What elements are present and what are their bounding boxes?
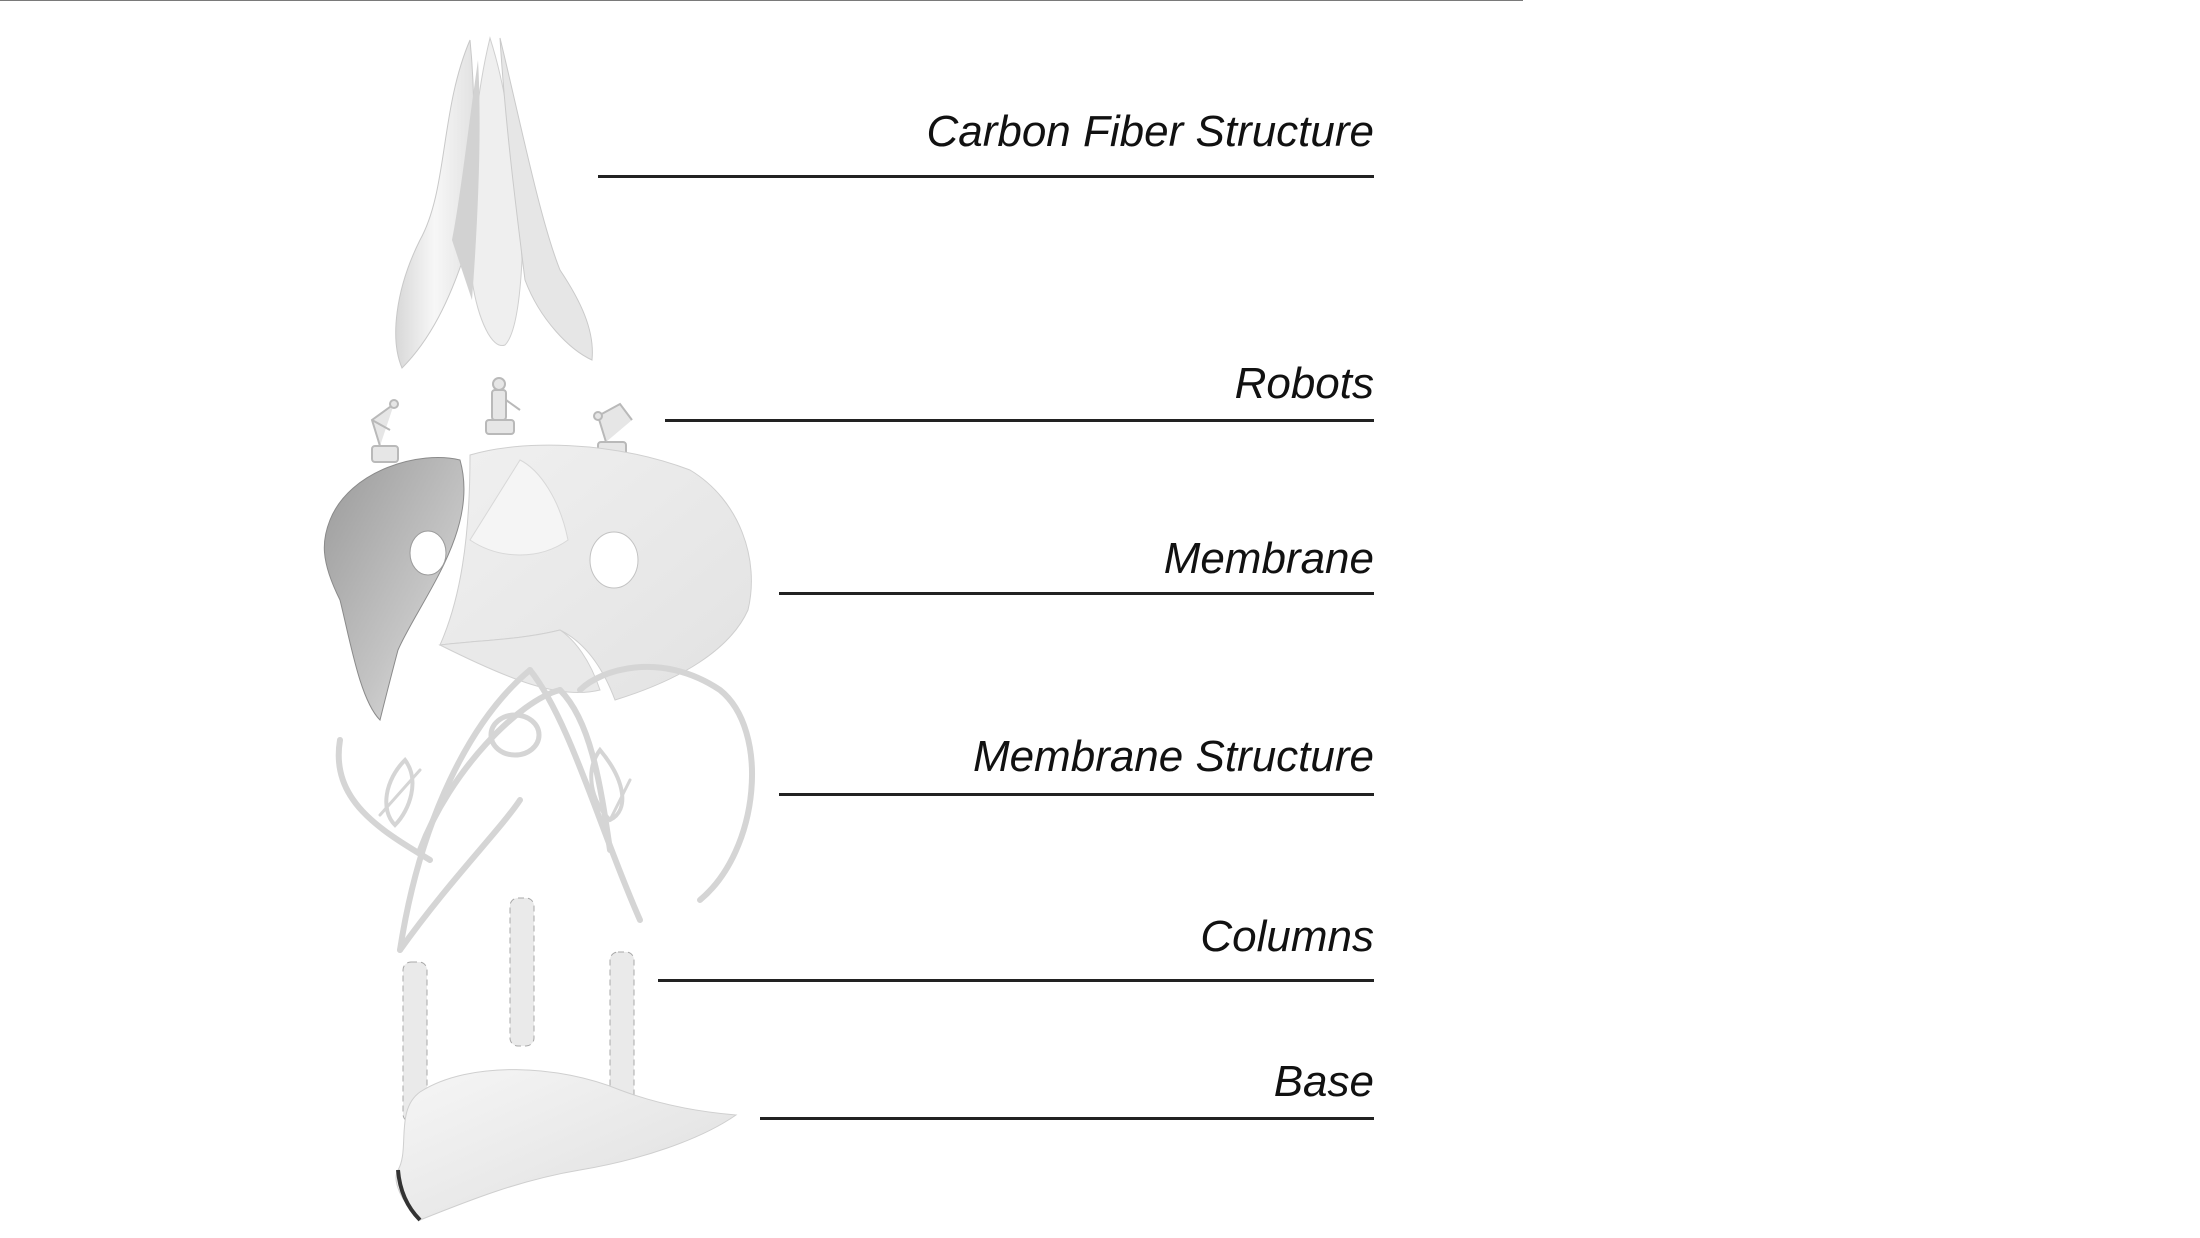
label-columns: Columns xyxy=(1200,912,1374,961)
label-base: Base xyxy=(1273,1057,1374,1106)
top-rule xyxy=(0,0,1523,1)
column-right xyxy=(609,951,635,1105)
column-center xyxy=(509,897,535,1047)
robots-model xyxy=(370,377,633,463)
robot-left xyxy=(370,399,399,463)
label-robots: Robots xyxy=(1234,359,1374,408)
leader-robots xyxy=(665,419,1374,422)
membrane-model xyxy=(323,444,752,721)
leader-membrane-structure xyxy=(779,793,1374,796)
label-membrane: Membrane xyxy=(1163,534,1374,583)
robot-right xyxy=(593,402,633,459)
base-model xyxy=(395,1069,738,1222)
robot-center xyxy=(485,377,521,435)
leader-base xyxy=(760,1117,1374,1120)
leader-columns xyxy=(658,979,1374,982)
leader-carbon-fiber-structure xyxy=(598,175,1374,178)
label-membrane-structure: Membrane Structure xyxy=(972,732,1374,781)
leader-membrane xyxy=(779,592,1374,595)
label-carbon-fiber-structure: Carbon Fiber Structure xyxy=(926,107,1374,156)
columns-model xyxy=(402,897,635,1123)
membrane-structure-model xyxy=(335,664,755,953)
carbon-fiber-structure-model xyxy=(395,36,593,369)
